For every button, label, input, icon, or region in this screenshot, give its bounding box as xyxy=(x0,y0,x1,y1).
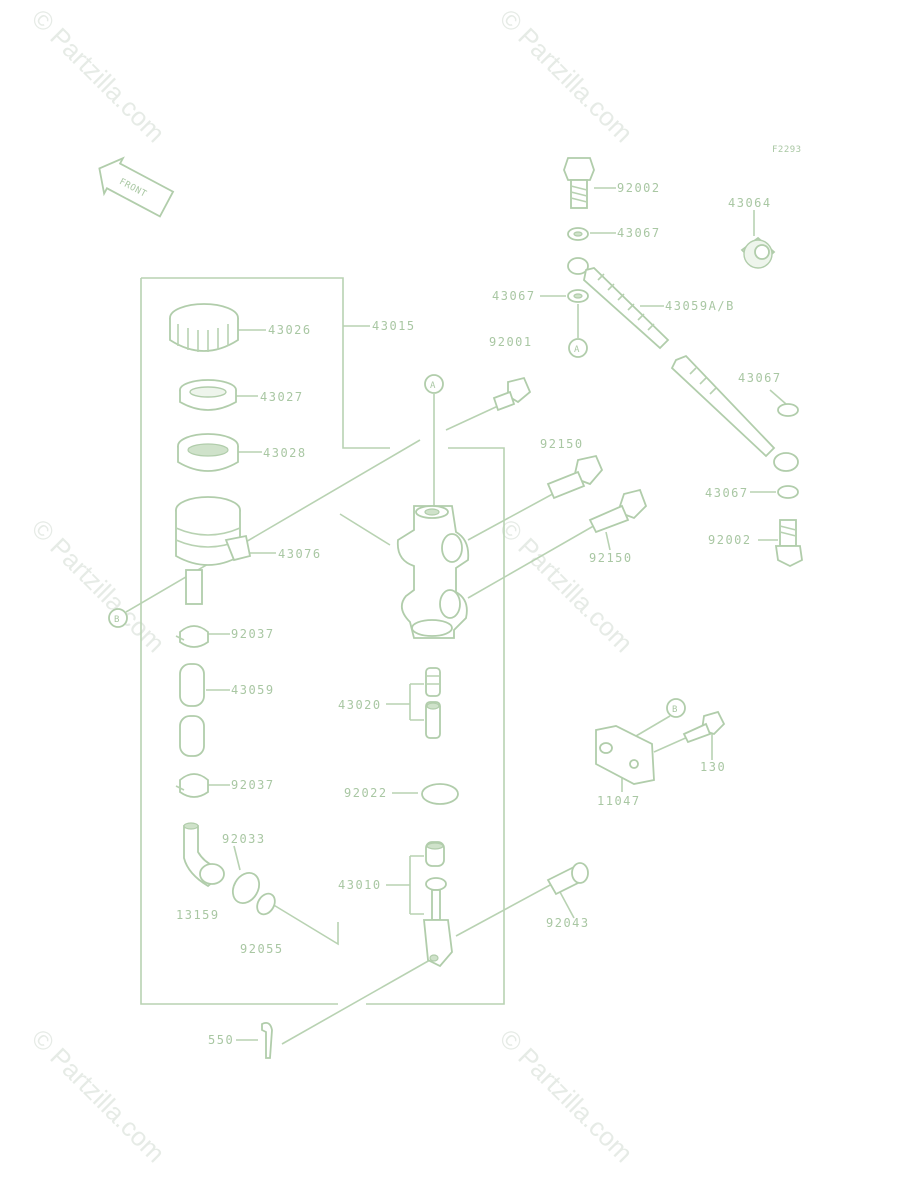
part-label: 92055 xyxy=(240,942,284,956)
part-label: 550 xyxy=(208,1033,234,1047)
reservoir-cap-43026 xyxy=(169,303,239,352)
clamp-92037-b xyxy=(175,773,209,798)
part-label: 92037 xyxy=(231,627,275,641)
watermark: © Partzilla.com xyxy=(494,513,639,658)
assembly-outline xyxy=(140,277,505,1005)
reservoir-43076 xyxy=(175,496,252,605)
part-label: 43027 xyxy=(260,390,304,404)
washer-43067-c xyxy=(777,403,799,417)
callout-a-label: A xyxy=(574,345,580,355)
part-label: 43067 xyxy=(617,226,661,240)
callout-b-label: B xyxy=(114,615,120,625)
parts xyxy=(169,157,803,1059)
part-label: 43067 xyxy=(705,486,749,500)
callout-a-hose: A xyxy=(568,338,588,358)
callout-b-reservoir: B xyxy=(108,608,128,628)
callouts: A A B B xyxy=(108,338,686,718)
clamp-92037-a xyxy=(175,625,209,648)
front-arrow: FRONT xyxy=(98,156,175,218)
watermark: © Partzilla.com xyxy=(494,1023,639,1168)
part-labels: 92002 43067 43064 43067 43059A/B 92001 4… xyxy=(176,181,782,1047)
part-label: 43067 xyxy=(738,371,782,385)
pushrod-43010 xyxy=(423,841,453,968)
brake-hose xyxy=(567,257,799,472)
bolt-92150-a xyxy=(546,454,604,500)
bolt-92002-lower xyxy=(774,519,803,568)
part-label: 43010 xyxy=(338,878,382,892)
washer-43067-d xyxy=(777,485,799,499)
bolt-130 xyxy=(682,710,726,744)
part-label: 92001 xyxy=(489,335,533,349)
hose-43059 xyxy=(179,663,205,757)
part-label: 92150 xyxy=(540,437,584,451)
part-label: 92150 xyxy=(589,551,633,565)
part-label: 13159 xyxy=(176,908,220,922)
bolt-92150-b xyxy=(588,488,648,534)
part-label: 92033 xyxy=(222,832,266,846)
figure-code: F2293 xyxy=(772,145,802,155)
part-label: 92022 xyxy=(344,786,388,800)
leader-lines xyxy=(125,187,787,1045)
elbow-fitting-13159 xyxy=(183,822,225,888)
plate-43027 xyxy=(179,379,237,411)
piston-kit-43020 xyxy=(425,667,441,739)
part-label: 43020 xyxy=(338,698,382,712)
callout-a-top: A xyxy=(424,374,444,394)
watermark: © Partzilla.com xyxy=(494,3,639,148)
diaphragm-43028 xyxy=(177,433,239,472)
bolt-92001 xyxy=(492,376,532,412)
part-label: 92037 xyxy=(231,778,275,792)
master-cylinder-body xyxy=(396,505,470,639)
circlip-92033 xyxy=(231,872,261,904)
part-label: 43076 xyxy=(278,547,322,561)
callout-a-label: A xyxy=(430,381,436,391)
part-label: 92002 xyxy=(708,533,752,547)
part-label: 92043 xyxy=(546,916,590,930)
part-label: 11047 xyxy=(597,794,641,808)
watermark: © Partzilla.com xyxy=(26,513,171,658)
part-label: 130 xyxy=(700,760,726,774)
part-label: 43028 xyxy=(263,446,307,460)
watermark: © Partzilla.com xyxy=(26,3,171,148)
bracket-11047 xyxy=(595,725,655,785)
part-label: 43015 xyxy=(372,319,416,333)
watermark: © Partzilla.com xyxy=(26,1023,171,1168)
o-ring-92055 xyxy=(256,892,276,916)
grommet-43064 xyxy=(740,236,776,269)
part-label: 43026 xyxy=(268,323,312,337)
part-label: 43067 xyxy=(492,289,536,303)
pin-92043 xyxy=(546,862,589,896)
callout-b-bracket: B xyxy=(666,698,686,718)
bolt-92002-top xyxy=(563,157,595,209)
cotter-pin-550 xyxy=(261,1021,273,1059)
part-label: 43064 xyxy=(728,196,772,210)
part-label: 43059 xyxy=(231,683,275,697)
part-label: 92002 xyxy=(617,181,661,195)
part-label: 43059A/B xyxy=(665,299,735,313)
callout-b-label: B xyxy=(672,705,678,715)
circlip-92022 xyxy=(421,783,459,805)
